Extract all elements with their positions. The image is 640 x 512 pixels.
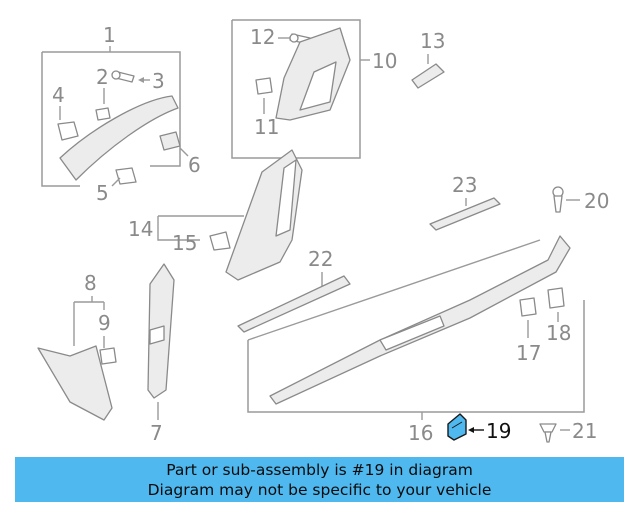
callout-12: 12	[250, 25, 275, 49]
part-2-bolt	[111, 70, 135, 83]
callout-17: 17	[516, 341, 541, 365]
callout-13: 13	[420, 29, 445, 53]
callout-20: 20	[584, 189, 609, 213]
callout-15: 15	[172, 231, 197, 255]
part-6-cap	[159, 131, 181, 151]
part-20-screw	[552, 186, 564, 213]
callout-7: 7	[150, 421, 163, 445]
part-5-clip	[115, 167, 137, 185]
part-11-clip	[255, 77, 273, 95]
part-4-clip	[57, 121, 79, 141]
callout-4: 4	[52, 83, 65, 107]
part-8-kick-panel	[37, 345, 113, 421]
callout-9: 9	[98, 311, 111, 335]
callout-11: 11	[254, 115, 279, 139]
part-19-clip-highlighted	[447, 413, 467, 441]
part-23-scuff-plate	[429, 197, 501, 231]
part-16-sill-trim	[269, 235, 571, 405]
callout-14: 14	[128, 217, 153, 241]
callout-21: 21	[572, 419, 597, 443]
part-2-clip	[95, 107, 111, 121]
part-17-clip	[519, 297, 537, 317]
part-21-clip	[539, 423, 557, 443]
callout-8: 8	[84, 271, 97, 295]
callout-1: 1	[103, 23, 116, 47]
part-1-garnish	[59, 95, 179, 181]
callout-18: 18	[546, 321, 571, 345]
banner-line-1: Part or sub-assembly is #19 in diagram	[166, 460, 473, 479]
part-15-clip	[209, 231, 231, 251]
group-1-frame	[42, 51, 181, 167]
callout-6: 6	[188, 153, 201, 177]
group-16-frame	[247, 300, 585, 413]
callout-19: 19	[486, 419, 511, 443]
part-13-cover	[411, 63, 445, 89]
group-10-frame	[231, 19, 361, 159]
part-18-clip	[547, 287, 565, 309]
callout-5: 5	[96, 181, 109, 205]
callout-23: 23	[452, 173, 477, 197]
callout-22: 22	[308, 247, 333, 271]
callout-3: 3	[152, 69, 165, 93]
part-9-clip	[99, 347, 117, 365]
callout-10: 10	[372, 49, 397, 73]
callout-16: 16	[408, 421, 433, 445]
part-22-strip	[237, 275, 351, 333]
banner-line-2: Diagram may not be specific to your vehi…	[147, 480, 492, 499]
callout-2: 2	[96, 65, 109, 89]
info-banner: Part or sub-assembly is #19 in diagram D…	[15, 457, 624, 502]
